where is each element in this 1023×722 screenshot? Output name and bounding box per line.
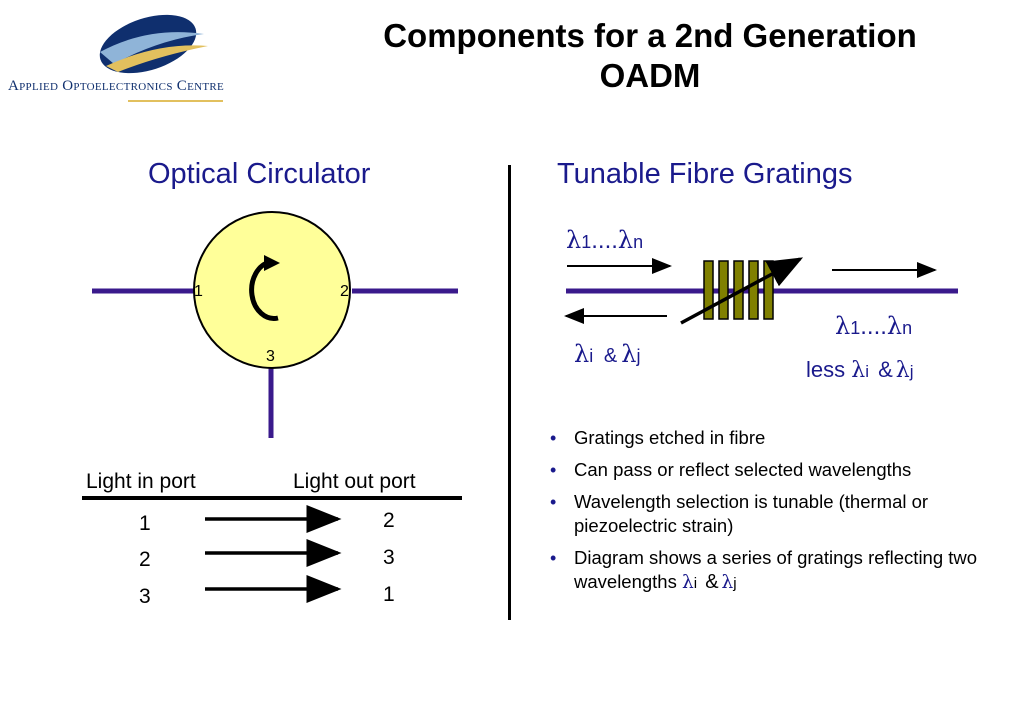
output-wavelengths-label: λ1....λn [835,312,913,340]
bullet-item: •Wavelength selection is tunable (therma… [550,491,929,536]
slide-title: Components for a 2nd Generation OADM [383,17,917,94]
bullet-icon: • [550,548,557,568]
logo-underline [128,100,223,102]
bullet-item: •Diagram shows a series of gratings refl… [550,547,978,593]
logo-swoosh-icon [99,14,208,74]
bullet-list: •Gratings etched in fibre •Can pass or r… [548,426,1008,604]
bullet-icon: • [550,492,557,512]
output-less-label: less λi &λj [806,357,914,383]
bullet-item: •Gratings etched in fibre [550,427,766,448]
bullet-icon: • [550,460,557,480]
table-cell-in: 1 [139,512,151,535]
table-cell-in: 2 [139,548,151,571]
circulator-body [193,211,351,369]
table-cell-out: 1 [383,583,395,606]
bullet-item: •Can pass or reflect selected wavelength… [550,459,912,480]
table-cell-in: 3 [139,585,151,608]
logo-text: Applied Optoelectronics Centre [8,78,225,94]
bullet-icon: • [550,428,557,448]
gratings-heading: Tunable Fibre Gratings [557,158,853,190]
port-label-2: 2 [340,283,349,300]
port-label-3: 3 [266,348,275,365]
table-header-out: Light out port [293,470,416,493]
circulation-arrow-icon [249,259,279,321]
grating-elements [703,260,774,320]
tuning-arrow [680,257,804,325]
port-label-1: 1 [194,283,203,300]
logo: Applied Optoelectronics Centre [8,6,298,106]
circulator-heading: Optical Circulator [148,158,371,190]
table-cell-out: 3 [383,546,395,569]
reflected-wavelengths-label: λi &λj [574,340,641,368]
table-header-in: Light in port [86,470,196,493]
input-wavelengths-label: λ1....λn [566,226,644,254]
table-cell-out: 2 [383,509,395,532]
section-divider [508,165,511,620]
